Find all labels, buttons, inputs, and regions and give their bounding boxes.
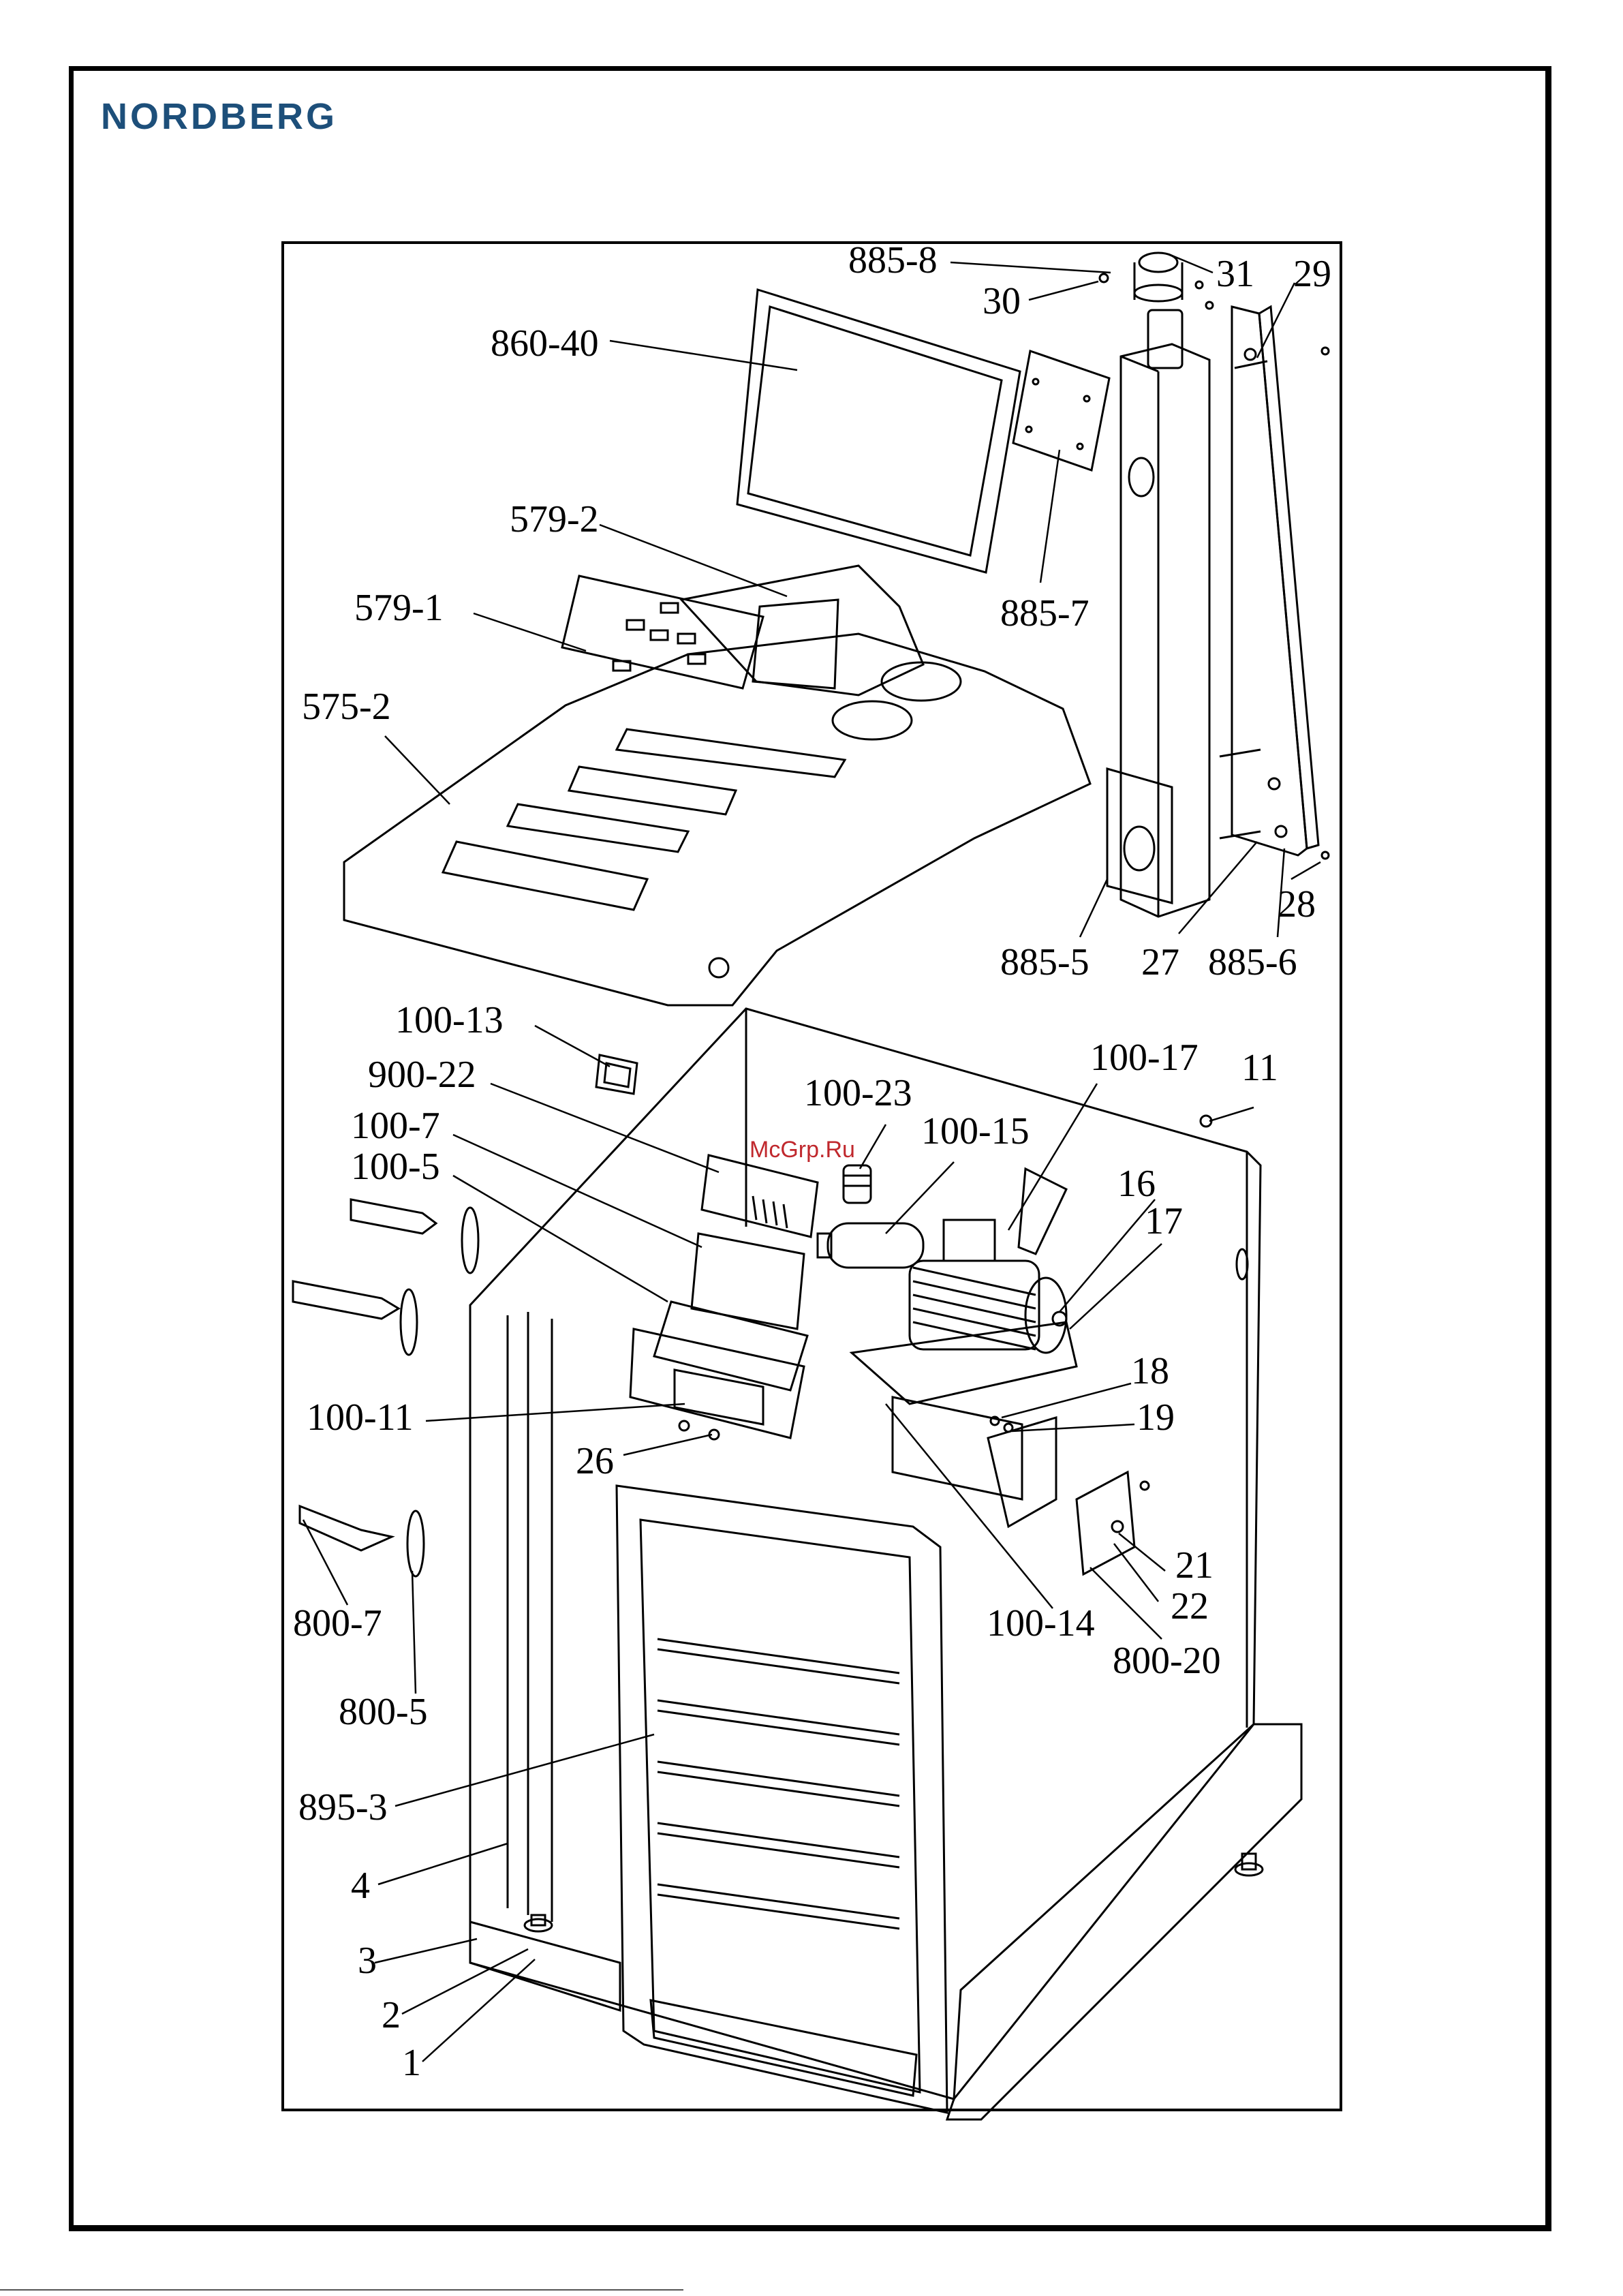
column-base-plate-part [1107,769,1172,903]
callout-17: 17 [1145,1200,1183,1242]
callout-4: 4 [351,1865,370,1907]
callout-100-7: 100-7 [351,1105,440,1147]
monitor-part [737,290,1020,572]
cable-gland-part [844,1165,871,1203]
callout-800-20: 800-20 [1113,1640,1221,1682]
circuit-boards-part [630,1234,807,1438]
callout-800-5: 800-5 [339,1691,428,1733]
callout-100-14: 100-14 [987,1602,1095,1644]
callout-28: 28 [1278,883,1316,925]
power-switch-part [596,1055,637,1094]
callout-885-7: 885-7 [1000,592,1089,634]
callout-895-3: 895-3 [298,1786,388,1828]
watermark-text: McGrp.Ru [749,1137,855,1163]
callout-860-40: 860-40 [491,322,599,365]
callout-575-2: 575-2 [302,686,391,728]
callout-30: 30 [983,280,1021,322]
column-part [1121,253,1209,917]
relay-block-part [675,1370,763,1424]
callout-19: 19 [1137,1396,1175,1439]
callout-1: 1 [402,2042,421,2084]
callout-100-15: 100-15 [921,1110,1030,1152]
callout-579-1: 579-1 [354,587,444,629]
sensor-plate-part [1077,1472,1149,1574]
callout-900-22: 900-22 [368,1054,476,1096]
callout-16: 16 [1117,1163,1156,1205]
callout-18: 18 [1131,1350,1169,1392]
vesa-plate-part [1013,351,1109,470]
callout-100-23: 100-23 [804,1072,912,1114]
callout-26: 26 [576,1440,614,1482]
callout-2: 2 [382,1994,401,2036]
rear-bracket-part [1220,307,1318,855]
callout-100-5: 100-5 [351,1146,440,1188]
console-top-part [344,566,1090,1005]
callout-100-13: 100-13 [395,999,504,1041]
drawing-lines [293,253,1329,2119]
callout-11: 11 [1241,1047,1278,1089]
callout-885-5: 885-5 [1000,941,1089,983]
cones-and-discs-part [293,1199,478,1576]
callout-800-7: 800-7 [293,1602,382,1644]
callout-22: 22 [1171,1585,1209,1627]
callout-29: 29 [1293,253,1331,295]
callout-21: 21 [1175,1544,1214,1587]
callout-3: 3 [358,1940,377,1982]
bottom-rule [0,2289,683,2291]
callout-885-6: 885-6 [1208,941,1297,983]
callout-27: 27 [1141,941,1179,983]
callout-885-8: 885-8 [848,239,938,281]
leveling-feet-part [525,1854,1263,1931]
callout-100-11: 100-11 [307,1396,414,1439]
capacitor-part [818,1223,923,1268]
power-supply-part [702,1155,818,1237]
callout-31: 31 [1216,253,1254,295]
callout-100-17: 100-17 [1090,1037,1199,1079]
callout-579-2: 579-2 [510,498,599,540]
